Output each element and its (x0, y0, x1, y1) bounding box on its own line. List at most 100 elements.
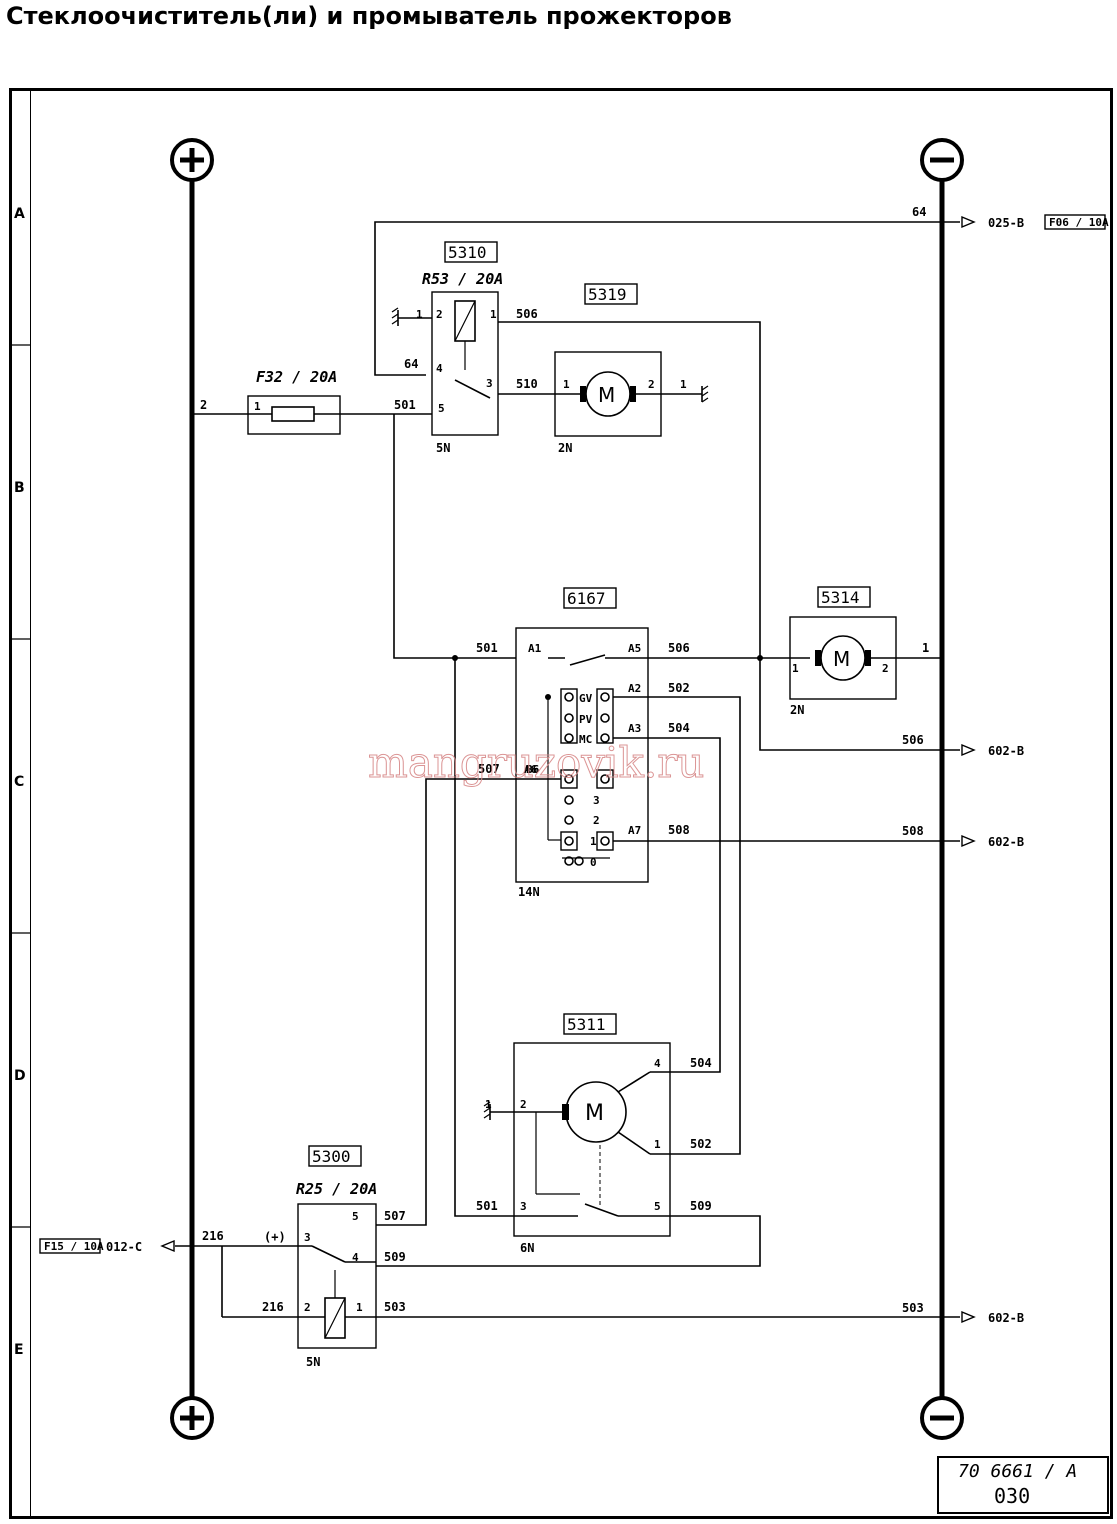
page-title: Стеклоочиститель(ли) и промыватель проже… (6, 2, 732, 30)
relay-5300: 5300 R25 / 20A 5 3 4 2 1 (+) 507 509 503… (222, 1145, 960, 1369)
drawing-number: 70 6661 / A (958, 1461, 1077, 1482)
minus-rail (920, 138, 964, 1440)
svg-text:1: 1 (485, 1098, 492, 1111)
link-602b-group: 506 602-B 508 602-B 503 602-B (902, 733, 1024, 1325)
svg-text:507: 507 (384, 1209, 406, 1223)
svg-text:501: 501 (476, 641, 498, 655)
svg-text:1: 1 (922, 641, 929, 655)
fuse-f06-badge (1044, 214, 1106, 230)
motor-5314-id: 5314 (821, 588, 860, 607)
svg-text:3: 3 (304, 1231, 311, 1244)
fuse-f06-label: F06 / 10A (1049, 216, 1109, 229)
svg-text:4: 4 (352, 1251, 359, 1264)
link-602b-2: 602-B (988, 835, 1024, 849)
motor-5319: 5319 M 1 2 2N 1 510 (498, 283, 709, 455)
svg-text:507: 507 (478, 762, 500, 776)
motor-5311: 5311 M 1 2 4 1 3 5 501 504 502 509 6N (476, 1013, 712, 1255)
link-arrow-icon (961, 834, 976, 848)
relay-5310-rating: R53 / 20A (422, 270, 503, 288)
watermark: mangruzovik.ru (368, 738, 704, 787)
svg-text:5: 5 (438, 402, 445, 415)
svg-text:1: 1 (792, 662, 799, 675)
svg-text:MC: MC (579, 733, 592, 746)
motor-5319-id: 5319 (588, 285, 627, 304)
svg-text:64: 64 (912, 205, 926, 219)
wire-501 (393, 414, 516, 659)
svg-text:PV: PV (579, 713, 593, 726)
link-602b-1: 602-B (988, 744, 1024, 758)
svg-text:2: 2 (648, 378, 655, 391)
relay-5300-rating: R25 / 20A (296, 1180, 377, 1198)
svg-text:1: 1 (416, 308, 423, 321)
svg-text:2N: 2N (790, 703, 804, 717)
svg-text:M: M (585, 1101, 604, 1126)
svg-text:M: M (598, 383, 615, 407)
svg-text:2: 2 (520, 1098, 527, 1111)
svg-text:216: 216 (202, 1229, 224, 1243)
svg-text:(+): (+) (264, 1230, 286, 1244)
motor-5311-id: 5311 (567, 1015, 606, 1034)
svg-text:2: 2 (593, 814, 600, 827)
svg-text:B6: B6 (526, 763, 540, 776)
svg-text:2: 2 (882, 662, 889, 675)
fuse-f32: F32 / 20A 2 1 501 (192, 368, 432, 435)
svg-text:216: 216 (262, 1300, 284, 1314)
fuse-f32-rating: F32 / 20A (256, 368, 337, 386)
relay-5310: 5310 R53 / 20A 2 1 4 3 5 64 5N 1 (391, 241, 503, 455)
zone-b-label: B (14, 480, 25, 496)
svg-text:A1: A1 (528, 642, 542, 655)
title-block: 70 6661 / A 030 (937, 1456, 1109, 1514)
relay-5310-id: 5310 (448, 243, 487, 262)
svg-text:509: 509 (690, 1199, 712, 1213)
wire-504 (613, 737, 721, 1073)
svg-text:504: 504 (668, 721, 690, 735)
svg-text:5N: 5N (436, 441, 450, 455)
svg-text:A7: A7 (628, 824, 641, 837)
svg-text:A5: A5 (628, 642, 641, 655)
svg-text:506: 506 (668, 641, 690, 655)
motor-5314: 5314 M 1 2 1 2N (789, 586, 942, 717)
link-arrow-icon (961, 743, 976, 757)
svg-text:1: 1 (356, 1301, 363, 1314)
wire-502 (613, 696, 741, 1155)
svg-text:4: 4 (436, 362, 443, 375)
link-025b: 025-B (988, 216, 1024, 230)
svg-text:4: 4 (654, 1057, 661, 1070)
svg-text:1: 1 (563, 378, 570, 391)
svg-text:508: 508 (902, 824, 924, 838)
switch-6167: 6167 501 A1 A5 506 GV PV MC 3 2 (476, 587, 810, 899)
svg-text:503: 503 (384, 1300, 406, 1314)
fuse-f15-label: F15 / 10A (44, 1240, 104, 1253)
svg-text:3: 3 (486, 377, 493, 390)
svg-text:502: 502 (690, 1137, 712, 1151)
svg-text:A6: A6 (524, 763, 538, 776)
link-012c: 012-C (106, 1240, 142, 1254)
svg-text:A3: A3 (628, 722, 641, 735)
svg-text:5: 5 (654, 1200, 661, 1213)
svg-text:1: 1 (590, 835, 597, 848)
svg-text:501: 501 (476, 1199, 498, 1213)
wire-506-top (498, 321, 960, 751)
svg-text:6N: 6N (520, 1241, 534, 1255)
zone-d-label: D (14, 1068, 26, 1084)
switch-6167-id: 6167 (567, 589, 606, 608)
link-arrow-left-icon (160, 1239, 175, 1253)
svg-text:504: 504 (690, 1056, 712, 1070)
svg-text:1: 1 (680, 378, 687, 391)
svg-text:5N: 5N (306, 1355, 320, 1369)
plus-rail (170, 138, 214, 1440)
svg-text:5: 5 (352, 1210, 359, 1223)
wire-509 (376, 1215, 761, 1267)
svg-text:0: 0 (590, 856, 597, 869)
svg-text:2: 2 (304, 1301, 311, 1314)
diagram-frame (9, 88, 1113, 1519)
wire-216: 216 012-C F15 / 10A (39, 1229, 312, 1317)
svg-text:GV: GV (579, 692, 593, 705)
svg-text:502: 502 (668, 681, 690, 695)
link-arrow-icon (961, 1310, 976, 1324)
svg-text:1: 1 (490, 308, 497, 321)
link-602b-3: 602-B (988, 1311, 1024, 1325)
wire-501-down (454, 658, 514, 1217)
fuse-icon (271, 406, 315, 422)
